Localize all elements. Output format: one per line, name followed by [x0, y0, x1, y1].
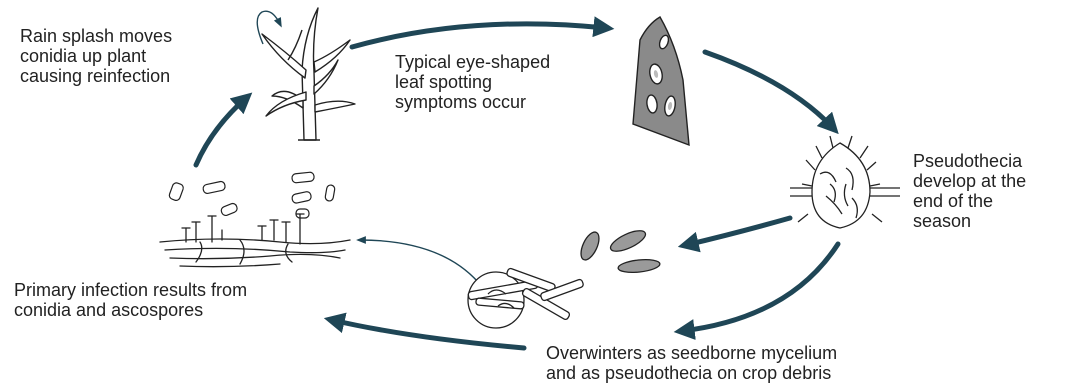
label-line: Typical eye-shaped [395, 52, 550, 72]
label-pseudothecia: Pseudothecia develop at the end of the s… [913, 151, 1026, 231]
label-line: Pseudothecia [913, 151, 1026, 171]
conidia-illustration [168, 172, 335, 218]
label-line: leaf spotting [395, 72, 550, 92]
label-line: Overwinters as seedborne mycelium [546, 343, 837, 363]
arrow-pseudothecia-to-ascospores [686, 218, 790, 245]
arrow-plant-to-leaf [352, 24, 606, 47]
leaf-illustration [633, 17, 689, 145]
crop-debris-illustration [468, 268, 584, 328]
label-primary-infection: Primary infection results from conidia a… [14, 280, 247, 320]
label-line: and as pseudothecia on crop debris [546, 363, 837, 383]
arrow-primary-to-plant [196, 98, 246, 165]
arrow-debris-to-mycelium [360, 240, 478, 282]
arrow-leaf-to-pseudothecia [705, 52, 833, 128]
label-leaf-spotting: Typical eye-shaped leaf spotting symptom… [395, 52, 550, 112]
mycelium-illustration [160, 214, 350, 267]
label-line: Primary infection results from [14, 280, 247, 300]
label-line: end of the [913, 191, 1026, 211]
label-line: symptoms occur [395, 92, 550, 112]
arrow-pseudothecia-to-overwinter [682, 244, 838, 331]
ascospores-illustration [577, 227, 660, 275]
pseudothecium-illustration [790, 136, 900, 228]
label-line: causing reinfection [20, 66, 172, 86]
label-overwinters: Overwinters as seedborne mycelium and as… [546, 343, 837, 383]
label-line: Rain splash moves [20, 26, 172, 46]
label-line: season [913, 211, 1026, 231]
label-line: conidia up plant [20, 46, 172, 66]
label-line: develop at the [913, 171, 1026, 191]
label-rain-splash: Rain splash moves conidia up plant causi… [20, 26, 172, 86]
label-line: conidia and ascospores [14, 300, 247, 320]
plant-illustration [262, 8, 355, 140]
